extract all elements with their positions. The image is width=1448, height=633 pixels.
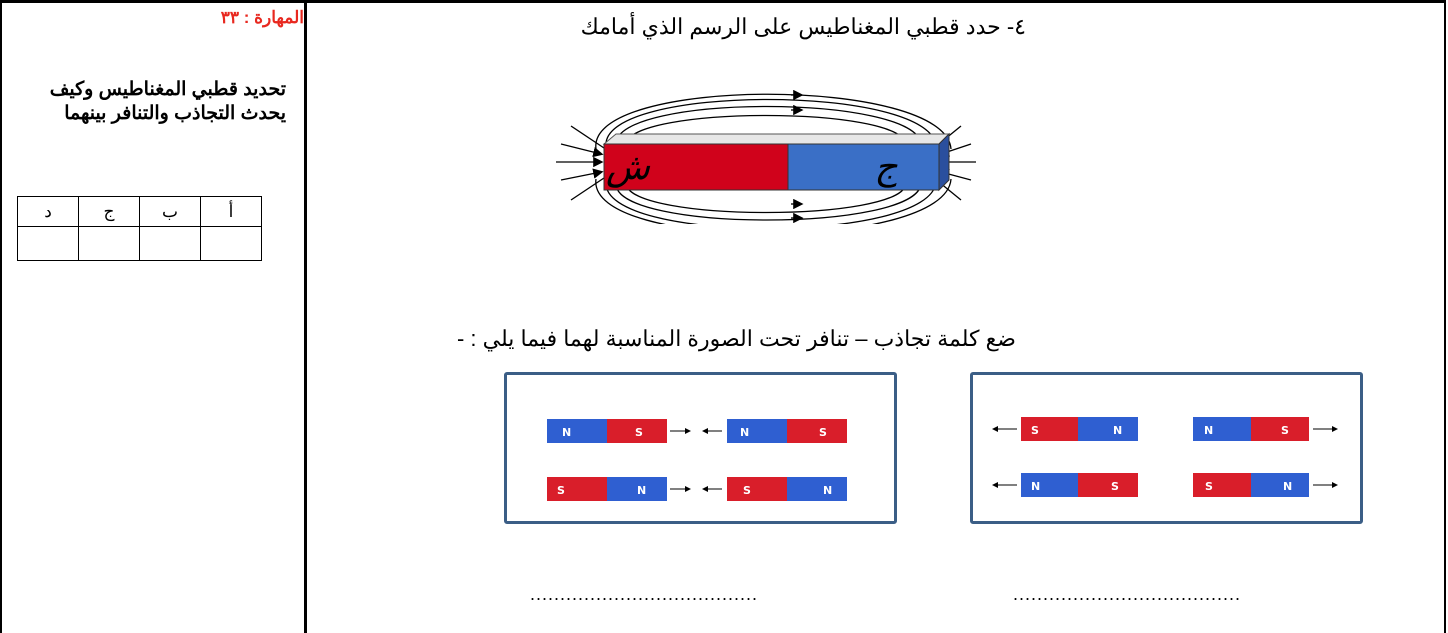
- right-r1-m1-a: S: [1031, 424, 1039, 437]
- grade-header-c: ج: [78, 196, 140, 227]
- grade-cell-c[interactable]: [78, 226, 140, 261]
- magnets-box-right: S N N S N S S N: [970, 372, 1363, 524]
- left-r2-m2-a: S: [743, 484, 751, 497]
- right-r2-m1-a: N: [1031, 480, 1040, 493]
- skill-title: المهارة : ٣٣: [220, 8, 304, 27]
- left-r1-m1-b: S: [635, 426, 643, 439]
- left-r2-m1-b: N: [637, 484, 646, 497]
- grade-table: أ ب ج د: [17, 196, 262, 261]
- magnets-right-figure: S N N S N S S N: [992, 417, 1338, 497]
- left-r1-m2-a: N: [740, 426, 749, 439]
- magnets-box-left: N S N S S N S N: [504, 372, 897, 524]
- grade-cell-a[interactable]: [200, 226, 262, 261]
- grade-header-b: ب: [139, 196, 201, 227]
- right-r2-m2-a: S: [1205, 480, 1213, 493]
- bar-magnet-figure: ش ج: [556, 89, 976, 224]
- right-r2-m1-b: S: [1111, 480, 1119, 493]
- grade-header-d: د: [17, 196, 79, 227]
- magnet-right-label: ج: [874, 147, 898, 188]
- skill-description: تحديد قطبي المغناطيس وكيف يحدث التجاذب و…: [49, 79, 286, 124]
- question-5-text: ضع كلمة تجاذب – تنافر تحت الصورة المناسب…: [433, 326, 1016, 352]
- answer-line-left[interactable]: ......................................: [530, 584, 759, 604]
- right-r1-m2-b: S: [1281, 424, 1289, 437]
- magnet-left-label: ش: [606, 147, 651, 188]
- question-4-title: ٤- حدد قطبي المغناطيس على الرسم الذي أما…: [580, 14, 1026, 39]
- left-r2-m1-a: S: [557, 484, 565, 497]
- question-5-text-body: ضع كلمة تجاذب – تنافر تحت الصورة المناسب…: [470, 326, 1016, 351]
- right-r1-m1-b: N: [1113, 424, 1122, 437]
- right-r2-m2-b: N: [1283, 480, 1292, 493]
- left-r2-m2-b: N: [823, 484, 832, 497]
- left-r1-m1-a: N: [562, 426, 571, 439]
- magnets-left-figure: N S N S S N S N: [547, 419, 847, 501]
- grade-cell-d[interactable]: [17, 226, 79, 261]
- grade-header-a: أ: [200, 196, 262, 227]
- answer-line-right[interactable]: ......................................: [1013, 584, 1242, 604]
- column-divider: [304, 0, 307, 633]
- right-r1-m2-a: N: [1204, 424, 1213, 437]
- left-r1-m2-b: S: [819, 426, 827, 439]
- question-5-dash: -: [456, 326, 465, 351]
- grade-cell-b[interactable]: [139, 226, 201, 261]
